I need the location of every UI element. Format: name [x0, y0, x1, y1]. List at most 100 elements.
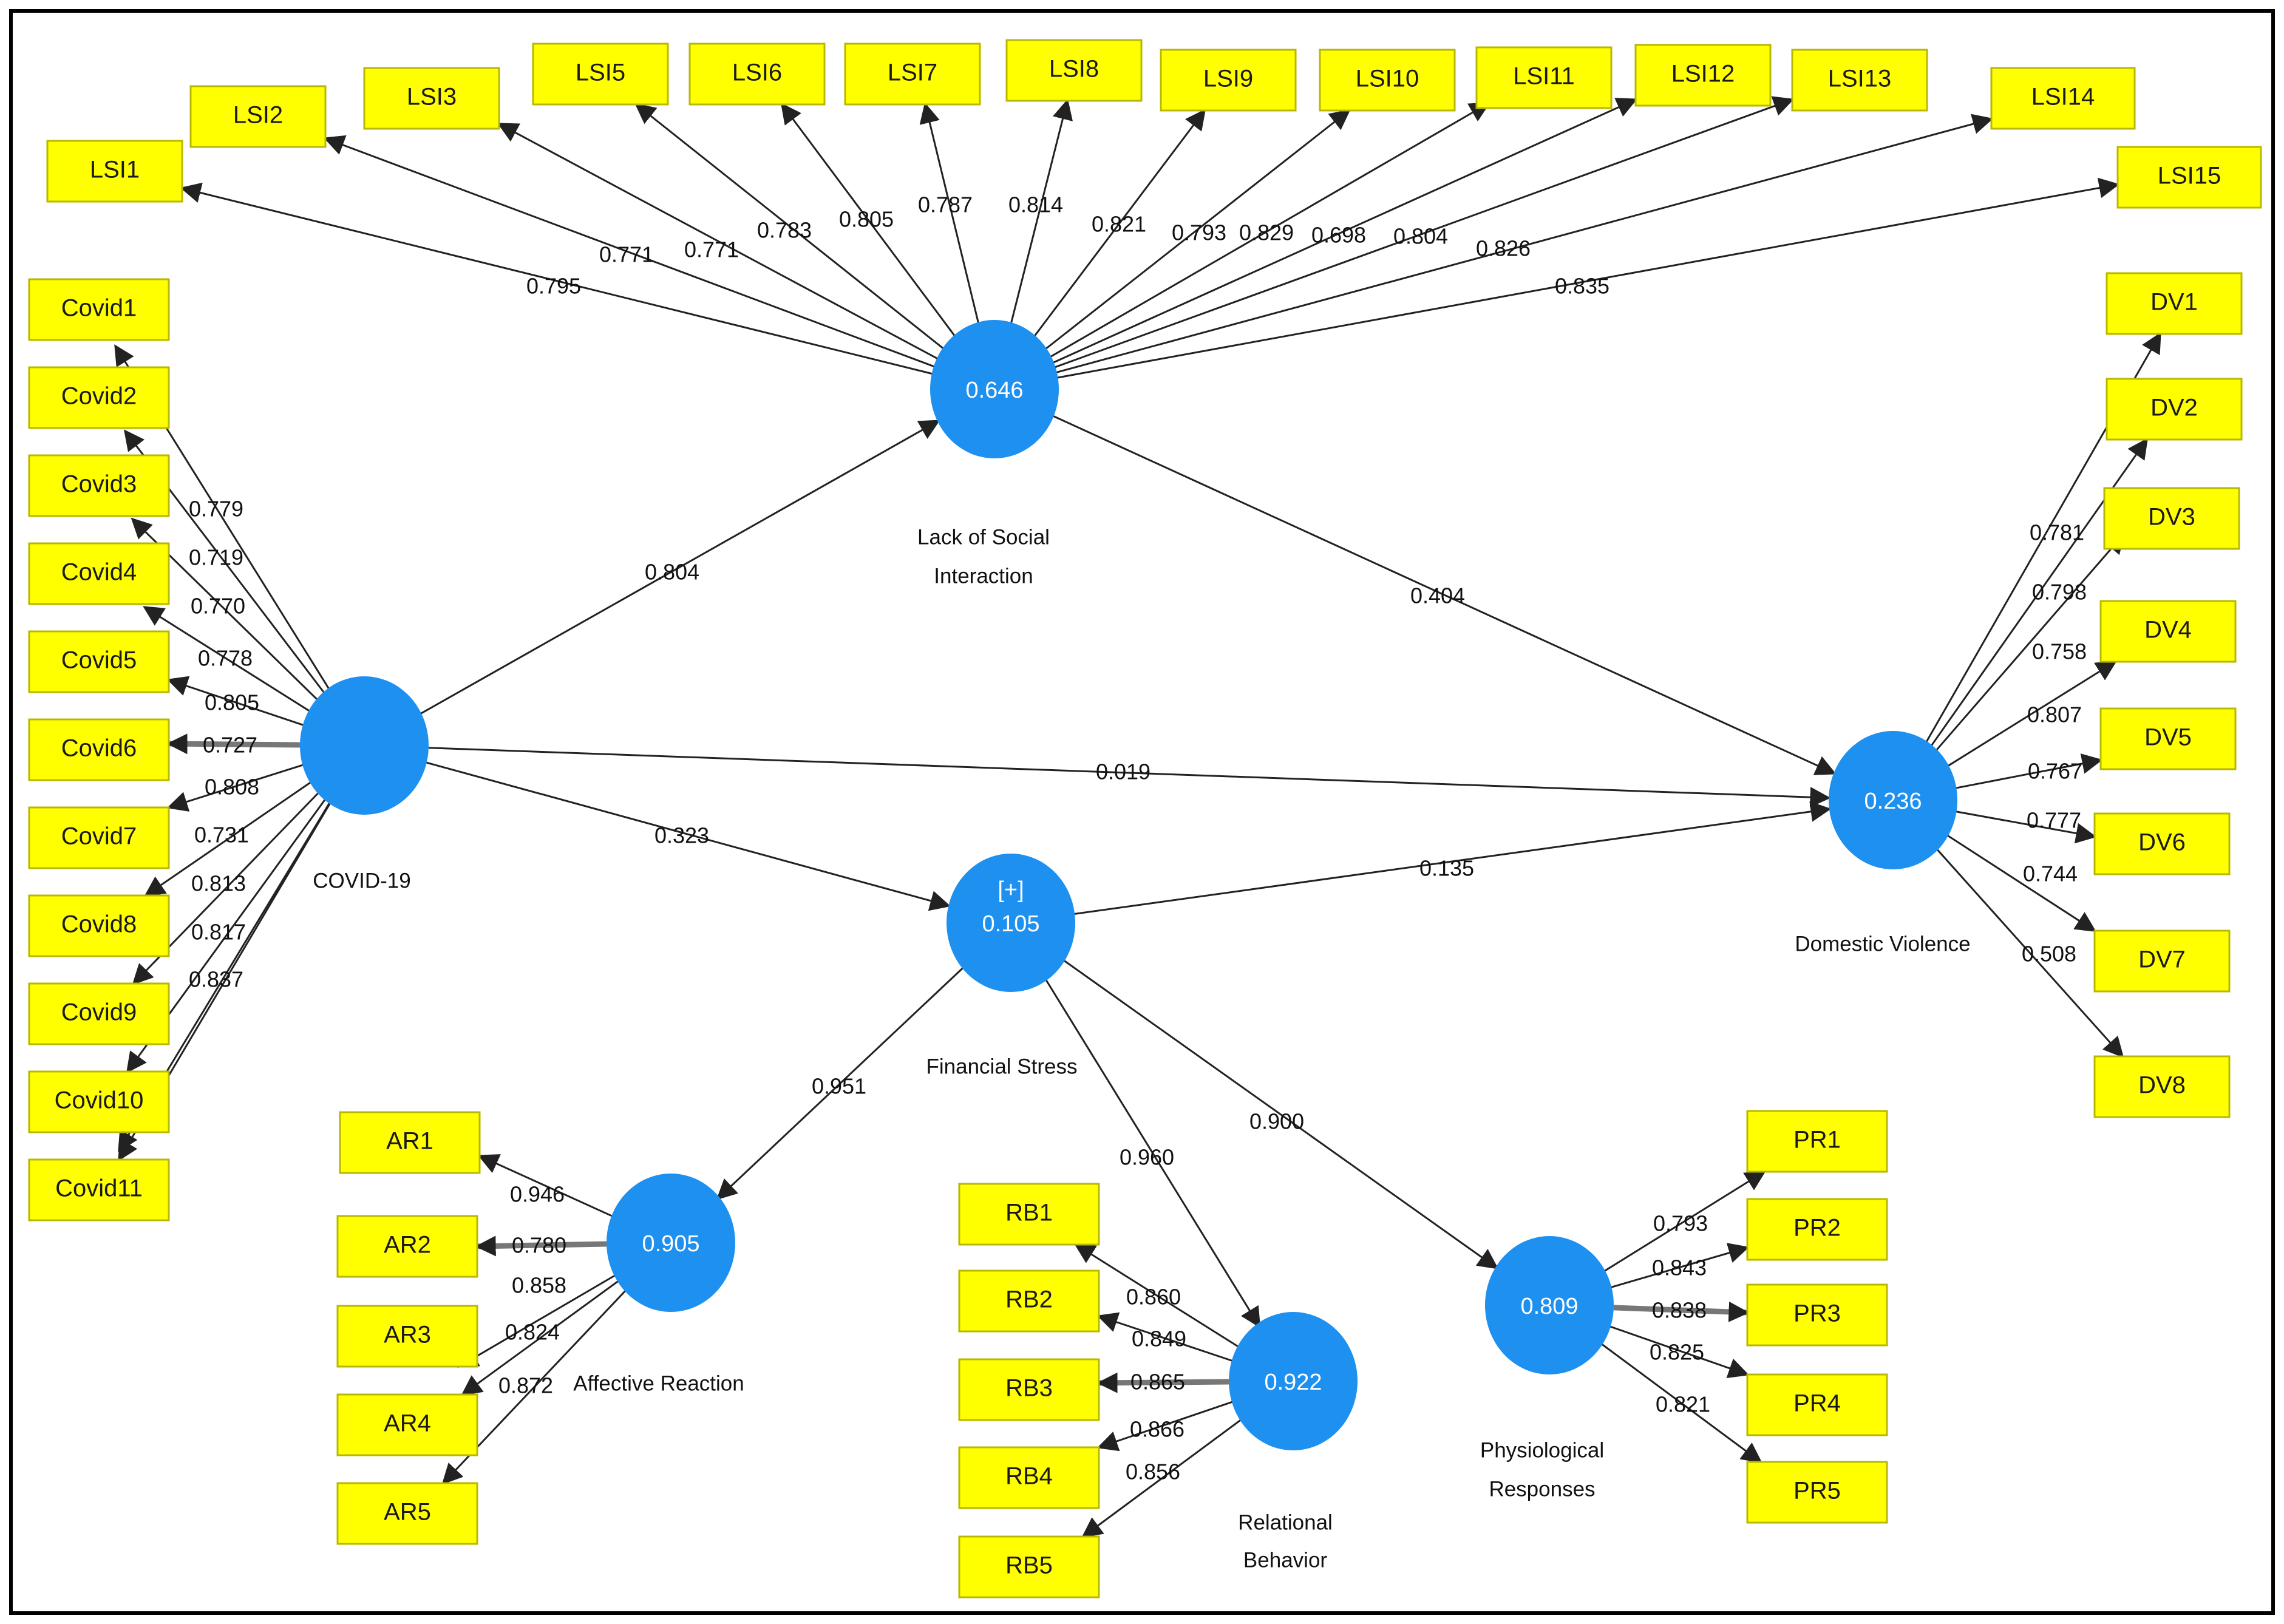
- indicator-lsi12[interactable]: LSI12: [1634, 44, 1772, 107]
- path-coefficient-cov-to-dv: 0.019: [1096, 759, 1150, 784]
- indicator-box: [28, 366, 170, 429]
- indicator-lsi7[interactable]: LSI7: [844, 42, 981, 106]
- indicator-lsi14[interactable]: LSI14: [1990, 67, 2136, 130]
- indicator-dv2[interactable]: DV2: [2106, 378, 2243, 441]
- indicator-lsi1[interactable]: LSI1: [46, 140, 183, 203]
- indicator-covid9[interactable]: Covid9: [28, 982, 170, 1045]
- indicator-pr1[interactable]: PR1: [1746, 1110, 1888, 1173]
- latent-domestic-violence[interactable]: 0.236: [1829, 731, 1957, 869]
- indicator-lsi15[interactable]: LSI15: [2116, 146, 2262, 209]
- indicator-lsi3[interactable]: LSI3: [363, 67, 500, 130]
- indicator-lsi2[interactable]: LSI2: [189, 85, 327, 148]
- indicator-covid1[interactable]: Covid1: [28, 278, 170, 341]
- indicator-box: [958, 1358, 1100, 1421]
- indicator-lsi5[interactable]: LSI5: [532, 42, 669, 106]
- loading-value-covid5: 0.778: [198, 646, 253, 671]
- r-squared-value: 0.236: [1864, 789, 1922, 814]
- indicator-box: [2106, 272, 2243, 335]
- path-arrow-fs-to-pr: [1062, 959, 1499, 1269]
- indicator-box: [2099, 707, 2237, 770]
- indicator-covid11[interactable]: Covid11: [28, 1158, 170, 1221]
- indicator-box: [28, 630, 170, 693]
- indicator-dv5[interactable]: DV5: [2099, 707, 2237, 770]
- indicator-ar2[interactable]: AR2: [336, 1215, 478, 1278]
- indicator-label: RB5: [1005, 1552, 1053, 1579]
- indicator-box: [2099, 600, 2237, 663]
- loading-arrow-lsi8: [1009, 98, 1073, 327]
- loading-value-lsi13: 0.804: [1393, 224, 1448, 249]
- path-coefficient-fs-to-rb: 0.960: [1120, 1145, 1174, 1170]
- indicator-label: AR3: [384, 1322, 431, 1348]
- indicator-box: [336, 1215, 478, 1278]
- loading-value-dv2: 0.798: [2032, 580, 2087, 605]
- indicator-ar1[interactable]: AR1: [339, 1111, 481, 1174]
- indicator-rb4[interactable]: RB4: [958, 1446, 1100, 1509]
- indicator-ar5[interactable]: AR5: [336, 1482, 478, 1545]
- loading-value-lsi10: 0.793: [1172, 220, 1226, 245]
- indicator-label: LSI12: [1671, 61, 1735, 87]
- latent-relational-behavior[interactable]: 0.922: [1229, 1312, 1358, 1450]
- indicator-covid10[interactable]: Covid10: [28, 1070, 170, 1133]
- indicator-covid2[interactable]: Covid2: [28, 366, 170, 429]
- indicator-lsi8[interactable]: LSI8: [1005, 39, 1143, 102]
- indicator-label: AR5: [384, 1499, 431, 1526]
- indicator-pr3[interactable]: PR3: [1746, 1283, 1888, 1347]
- indicator-box: [1746, 1110, 1888, 1173]
- latent-affective-reaction[interactable]: 0.905: [607, 1174, 735, 1312]
- loading-value-ar5: 0.872: [498, 1373, 553, 1398]
- indicator-lsi13[interactable]: LSI13: [1791, 49, 1928, 112]
- indicator-dv7[interactable]: DV7: [2093, 929, 2231, 993]
- indicator-pr5[interactable]: PR5: [1746, 1461, 1888, 1524]
- loading-arrow-covid5: [166, 676, 304, 726]
- latent-lack-of-social-interaction[interactable]: 0.646: [930, 320, 1059, 458]
- indicator-label: LSI11: [1513, 63, 1575, 90]
- indicator-ar3[interactable]: AR3: [336, 1305, 478, 1368]
- indicator-dv8[interactable]: DV8: [2093, 1055, 2231, 1118]
- path-arrow-fs-to-ar: [716, 966, 965, 1200]
- indicator-covid3[interactable]: Covid3: [28, 454, 170, 517]
- indicator-rb2[interactable]: RB2: [958, 1269, 1100, 1333]
- indicator-lsi10[interactable]: LSI10: [1319, 49, 1456, 112]
- latent-covid-19[interactable]: [300, 676, 429, 815]
- indicator-box: [336, 1482, 478, 1545]
- indicator-dv6[interactable]: DV6: [2093, 812, 2231, 875]
- r-squared-value: 0.922: [1264, 1370, 1322, 1395]
- loading-value-covid9: 0.731: [194, 823, 249, 848]
- loading-value-ar2: 0.780: [512, 1233, 566, 1258]
- indicator-rb5[interactable]: RB5: [958, 1535, 1100, 1599]
- loading-value-lsi1: 0.795: [526, 274, 581, 299]
- indicator-covid4[interactable]: Covid4: [28, 542, 170, 605]
- latent-name-line: Lack of Social: [917, 525, 1050, 549]
- indicator-label: PR5: [1793, 1478, 1841, 1504]
- indicator-label: Covid5: [61, 647, 137, 674]
- path-coefficient-lsi-to-dv: 0.404: [1410, 583, 1465, 608]
- latent-name-line: COVID-19: [313, 869, 410, 892]
- indicator-covid6[interactable]: Covid6: [28, 718, 170, 781]
- loading-arrow-lsi11: [1049, 102, 1490, 358]
- latent-physiological-responses[interactable]: 0.809: [1485, 1236, 1614, 1374]
- indicator-dv1[interactable]: DV1: [2106, 272, 2243, 335]
- indicator-rb3[interactable]: RB3: [958, 1358, 1100, 1421]
- indicator-box: [1746, 1283, 1888, 1347]
- indicator-dv3[interactable]: DV3: [2103, 487, 2240, 550]
- indicator-ar4[interactable]: AR4: [336, 1393, 478, 1456]
- latent-financial-stress[interactable]: [+]0.105: [947, 854, 1075, 992]
- indicator-rb1[interactable]: RB1: [958, 1183, 1100, 1246]
- indicator-label: Covid1: [61, 295, 137, 322]
- indicator-box: [1746, 1373, 1888, 1436]
- indicator-label: DV1: [2150, 289, 2198, 316]
- loading-value-lsi7: 0.787: [918, 192, 973, 217]
- indicator-covid5[interactable]: Covid5: [28, 630, 170, 693]
- indicator-covid8[interactable]: Covid8: [28, 894, 170, 957]
- indicator-dv4[interactable]: DV4: [2099, 600, 2237, 663]
- indicator-label: Covid10: [55, 1087, 144, 1114]
- loading-value-lsi8: 0.814: [1008, 192, 1063, 217]
- indicator-lsi11[interactable]: LSI11: [1475, 46, 1613, 109]
- edges-layer: [114, 96, 2161, 1538]
- loading-arrow-rb5: [1081, 1418, 1242, 1538]
- indicator-pr2[interactable]: PR2: [1746, 1198, 1888, 1261]
- indicator-lsi6[interactable]: LSI6: [688, 42, 826, 106]
- indicator-covid7[interactable]: Covid7: [28, 806, 170, 869]
- indicator-pr4[interactable]: PR4: [1746, 1373, 1888, 1436]
- indicator-lsi9[interactable]: LSI9: [1160, 49, 1297, 112]
